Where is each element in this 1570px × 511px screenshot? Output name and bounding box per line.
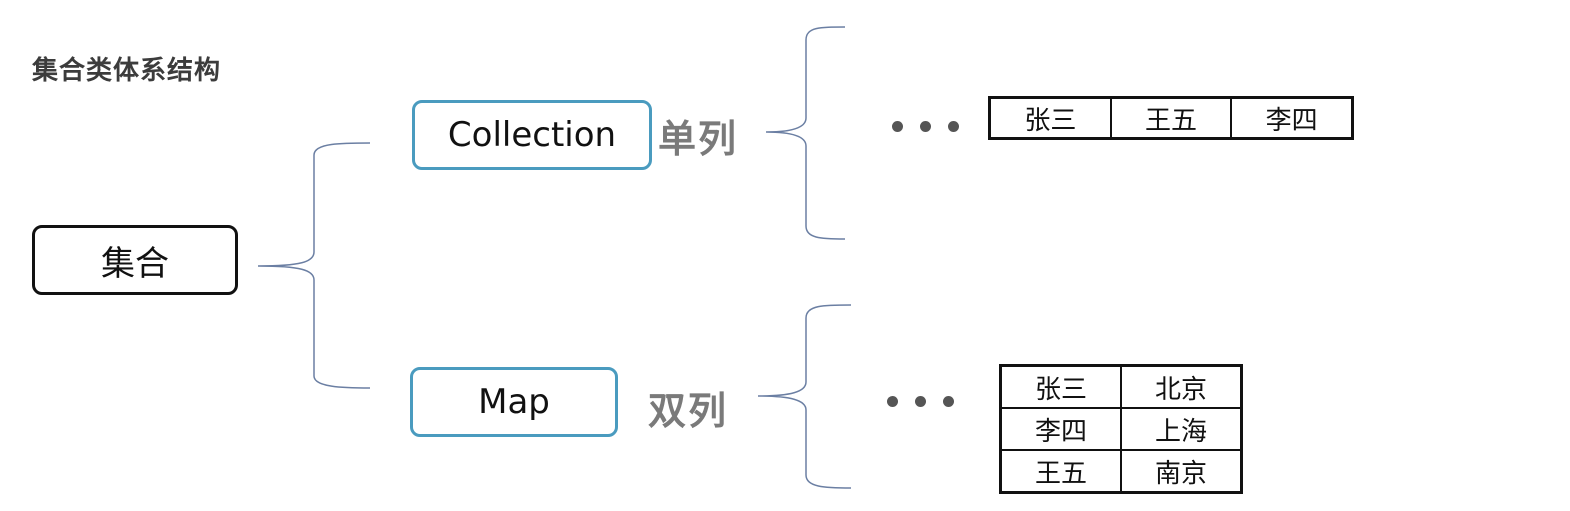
collection-brace	[765, 26, 846, 240]
table-cell: 李四	[1230, 96, 1354, 140]
table-row: 王五 南京	[999, 449, 1243, 494]
ellipsis-dot	[943, 396, 954, 407]
table-cell-value: 北京	[1120, 364, 1243, 409]
table-cell-key: 李四	[999, 407, 1122, 451]
table-cell: 王五	[1109, 96, 1233, 140]
collection-example-table: 张三 王五 李四	[988, 96, 1354, 140]
table-cell-value: 南京	[1120, 449, 1243, 494]
collection-node: Collection	[412, 100, 652, 170]
map-node: Map	[410, 367, 618, 437]
collection-ellipsis	[892, 121, 959, 132]
root-node-collection-set: 集合	[32, 225, 238, 295]
table-row: 李四 上海	[999, 407, 1243, 451]
map-example-table: 张三 北京 李四 上海 王五 南京	[999, 364, 1243, 494]
ellipsis-dot	[892, 121, 903, 132]
root-node-label: 集合	[101, 243, 169, 284]
ellipsis-dot	[915, 396, 926, 407]
table-row: 张三 北京	[999, 364, 1243, 409]
root-brace	[257, 142, 371, 389]
table-cell-value: 上海	[1120, 407, 1243, 451]
table-cell-key: 王五	[999, 449, 1122, 494]
page-title: 集合类体系结构	[32, 56, 222, 86]
single-column-label: 单列	[658, 117, 739, 161]
map-ellipsis	[887, 396, 954, 407]
map-brace	[757, 304, 852, 489]
ellipsis-dot	[948, 121, 959, 132]
map-node-label: Map	[478, 382, 550, 422]
double-column-label: 双列	[648, 389, 729, 433]
collection-node-label: Collection	[447, 115, 617, 155]
table-row: 张三 王五 李四	[988, 96, 1354, 140]
table-cell: 张三	[988, 96, 1112, 140]
ellipsis-dot	[887, 396, 898, 407]
ellipsis-dot	[920, 121, 931, 132]
table-cell-key: 张三	[999, 364, 1122, 409]
